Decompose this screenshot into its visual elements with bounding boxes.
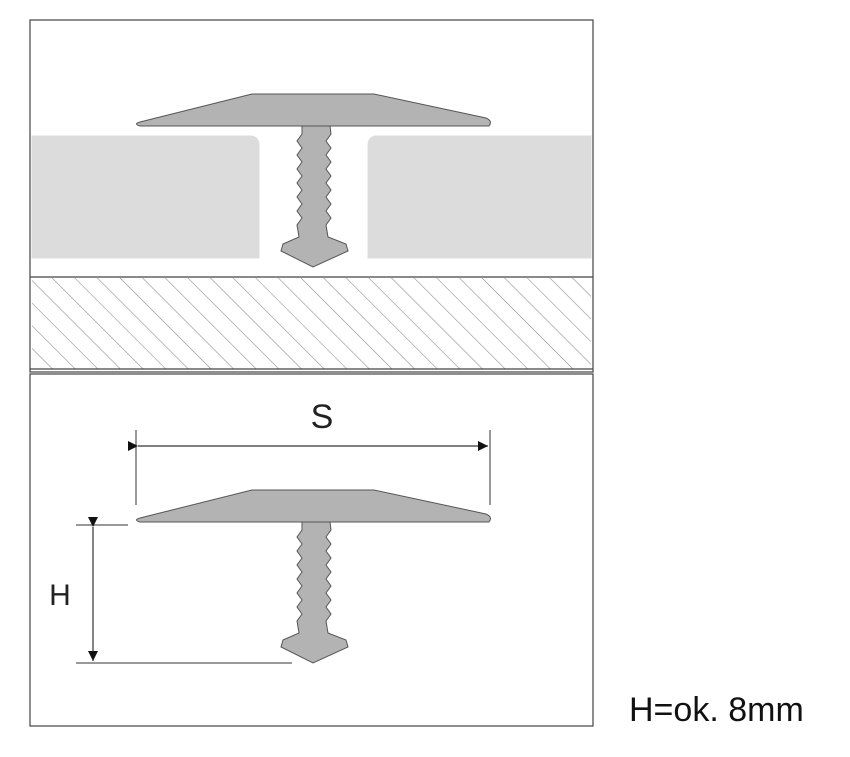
width-label: S: [311, 398, 334, 436]
subfloor-hatch: [32, 278, 591, 369]
height-note: H=ok. 8mm: [629, 691, 804, 729]
height-dimension: H: [49, 517, 292, 664]
t-profile-dimensioned: [136, 489, 491, 664]
left-floor-panel: [31, 135, 260, 259]
installed-view: [29, 19, 594, 373]
width-dimension: S: [128, 398, 491, 505]
right-floor-panel: [367, 135, 592, 259]
dimension-view: S H: [29, 373, 594, 727]
height-label: H: [49, 579, 71, 612]
t-profile-installed: [136, 93, 491, 268]
